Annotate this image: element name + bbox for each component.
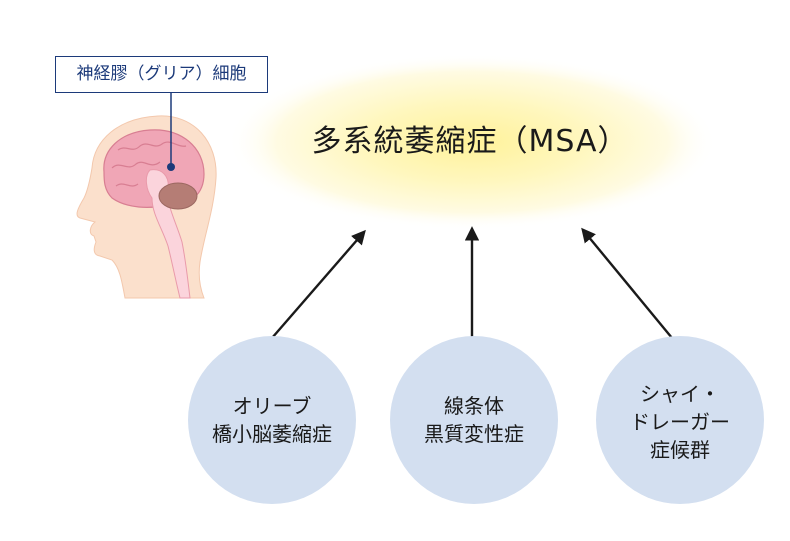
- subtype-label-2: 線条体 黒質変性症: [389, 392, 559, 448]
- subtype-label-line: 症候群: [650, 438, 710, 462]
- glial-cell-label: 神経膠（グリア）細胞: [55, 56, 268, 93]
- subtype-label-line: 線条体: [444, 394, 504, 418]
- subtype-label-1: オリーブ 橋小脳萎縮症: [187, 392, 357, 448]
- msa-title: 多系統萎縮症（MSA）: [311, 124, 629, 159]
- subtype-circle-1: [188, 336, 356, 504]
- msa-glow: [227, 54, 717, 230]
- subtype-circle-3: [596, 336, 764, 504]
- subtype-label-line: 橋小脳萎縮症: [212, 422, 332, 446]
- cerebellum: [158, 182, 198, 210]
- head-illustration: [76, 93, 217, 299]
- subtype-label-3: シャイ・ ドレーガー 症候群: [595, 380, 765, 464]
- subtype-circle-2: [390, 336, 558, 504]
- arrow-1: [271, 229, 366, 339]
- glial-pointer-dot: [167, 163, 175, 171]
- subtype-label-line: オリーブ: [232, 394, 312, 418]
- subtype-label-line: 黒質変性症: [424, 422, 524, 446]
- arrow-3: [581, 227, 673, 339]
- subtype-label-line: ドレーガー: [630, 410, 730, 434]
- brain-folds: [111, 141, 187, 187]
- subtype-label-line: シャイ・: [640, 382, 720, 406]
